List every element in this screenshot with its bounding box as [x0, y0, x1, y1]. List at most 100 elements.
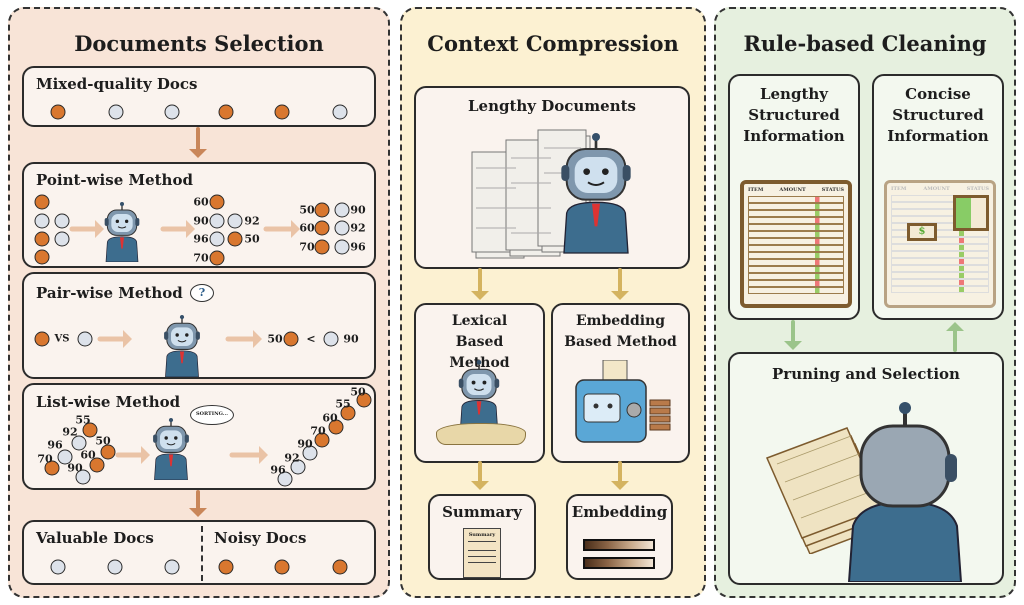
doc-circle-high — [57, 449, 73, 465]
doc-circle-high — [334, 239, 350, 255]
pair-result-left: 50 — [267, 332, 283, 346]
table-header: STATUS — [821, 187, 844, 193]
table-header: AMOUNT — [923, 186, 950, 192]
table-header: ITEM — [891, 186, 907, 192]
doc-circle-high — [209, 213, 225, 229]
score-label: 96 — [270, 463, 286, 477]
result-docs-box: Valuable Docs Noisy Docs — [22, 520, 376, 585]
doc-circle-low — [356, 392, 372, 408]
doc-circle-low — [314, 202, 330, 218]
score-label: 92 — [284, 451, 300, 465]
sorting-bubble: SORTING... — [190, 405, 234, 425]
doc-circle-high — [54, 231, 70, 247]
doc-circle-high — [332, 104, 348, 120]
chart-dollar-icon: $ — [907, 223, 937, 241]
score-label: 92 — [350, 221, 366, 235]
panel-title: Context Compression — [427, 31, 679, 56]
score-label: 50 — [350, 385, 366, 399]
box-title: Pruning and Selection — [772, 365, 960, 383]
box-title: Summary — [442, 503, 522, 521]
score-label: 70 — [193, 251, 209, 265]
doc-circle-low — [314, 239, 330, 255]
score-label: 60 — [193, 195, 209, 209]
score-label: 50 — [95, 434, 111, 448]
box-title: Point-wise Method — [36, 171, 193, 189]
box-title: Lengthy Structured Information — [743, 85, 845, 145]
doc-circle-high — [302, 445, 318, 461]
doc-circle-high — [75, 469, 91, 485]
summary-document-icon: Summary — [463, 528, 501, 578]
divider — [201, 526, 203, 581]
doc-circle-low — [209, 250, 225, 266]
score-label: 90 — [67, 461, 83, 475]
vs-label: VS — [54, 333, 70, 345]
doc-circle-low — [34, 249, 50, 265]
score-label: 50 — [244, 232, 260, 246]
doc-circle-high — [323, 331, 339, 347]
embedding-vector-bar — [583, 539, 655, 551]
robot-illustration — [100, 202, 144, 263]
score-label: 92 — [62, 425, 78, 439]
doc-circle-low — [332, 559, 348, 575]
doc-circle-low — [274, 559, 290, 575]
doc-circle-high — [54, 213, 70, 229]
selected-cells-icon — [953, 195, 989, 231]
doc-circle-low — [218, 104, 234, 120]
table-header: ITEM — [748, 187, 764, 193]
doc-circle-high — [277, 471, 293, 487]
doc-circle-low — [50, 104, 66, 120]
score-label: 55 — [335, 397, 351, 411]
doc-circle-high — [107, 559, 123, 575]
box-title: Embedding Based Method — [564, 313, 677, 350]
score-label: 70 — [37, 452, 53, 466]
doc-circle-high — [50, 559, 66, 575]
table-header: STATUS — [966, 186, 989, 192]
doc-circle-high — [108, 104, 124, 120]
doc-circle-low — [44, 460, 60, 476]
mixed-quality-docs-box: Mixed-quality Docs — [22, 66, 376, 127]
pair-result-right: 90 — [343, 332, 359, 346]
summary-box: Summary Summary — [428, 494, 536, 580]
doc-circle-low — [82, 422, 98, 438]
doc-circle-high — [164, 104, 180, 120]
score-label: 90 — [350, 203, 366, 217]
thought-bubble: ? — [190, 284, 214, 302]
box-title: Embedding — [571, 503, 668, 521]
box-title: Lengthy Documents — [467, 97, 636, 115]
noisy-docs-title: Noisy Docs — [214, 529, 307, 547]
score-label: 70 — [310, 424, 326, 438]
doc-circle-low — [34, 231, 50, 247]
score-label: 55 — [75, 413, 91, 427]
thinking-robot-illustration — [556, 123, 636, 263]
doc-circle-high — [227, 213, 243, 229]
score-label: 96 — [193, 232, 209, 246]
panel-title: Rule-based Cleaning — [743, 31, 987, 56]
doc-circle-low — [340, 405, 356, 421]
doc-circle-high — [334, 220, 350, 236]
pruning-selection-box: Pruning and Selection — [728, 352, 1004, 585]
doc-circle-high — [77, 331, 93, 347]
lexical-method-box: Lexical Based Method — [414, 303, 545, 463]
pair-result-op: < — [306, 332, 316, 346]
doc-circle-high — [71, 435, 87, 451]
score-label: 50 — [299, 203, 315, 217]
score-label: 60 — [322, 411, 338, 425]
doc-circle-low — [209, 194, 225, 210]
pruned-table-icon: ITEM AMOUNT STATUS $ — [884, 180, 996, 308]
paper-pile-icon — [436, 423, 526, 445]
summary-doc-title: Summary — [468, 532, 496, 538]
doc-circle-low — [274, 104, 290, 120]
doc-circle-low — [34, 331, 50, 347]
robot-illustration — [454, 360, 504, 431]
doc-circle-low — [328, 419, 344, 435]
score-label: 96 — [47, 438, 63, 452]
embedding-vector-bar — [583, 557, 655, 569]
score-label: 90 — [193, 214, 209, 228]
robot-back-illustration — [840, 402, 970, 583]
embedding-box: Embedding — [566, 494, 673, 580]
doc-circle-low — [283, 331, 299, 347]
valuable-docs-title: Valuable Docs — [36, 529, 154, 547]
